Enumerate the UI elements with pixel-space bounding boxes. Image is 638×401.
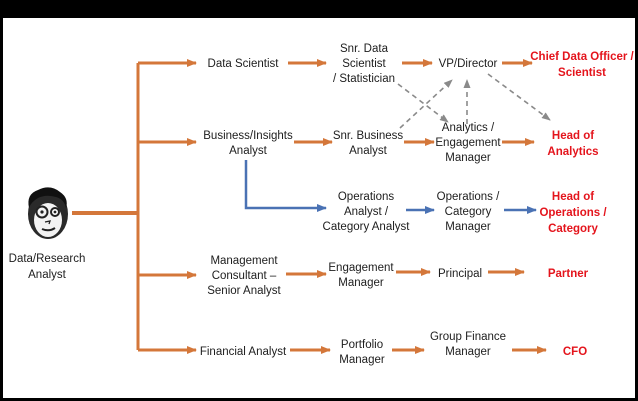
- root-branches: [72, 59, 197, 354]
- node-label-line: Chief Data Officer /: [530, 51, 634, 63]
- node-label-line: Scientist: [558, 67, 606, 79]
- node-label-line: Principal: [438, 268, 482, 280]
- node-label-line: / Statistician: [333, 73, 395, 85]
- node-label: Chief Data Officer / Scientist: [530, 51, 634, 79]
- node-label: CFO: [563, 346, 587, 358]
- node-label-line: CFO: [563, 346, 587, 358]
- root-label-line: Analyst: [28, 269, 67, 281]
- node-label-line: Senior Analyst: [207, 285, 281, 297]
- node-head-of-operations: Head of Operations / Category: [539, 191, 607, 235]
- node-label-line: Operations /: [437, 191, 500, 203]
- edge-business-to-operations: [244, 160, 327, 212]
- node-label-line: Operations: [338, 191, 395, 203]
- node-label-line: Engagement: [435, 137, 501, 149]
- node-cfo: CFO: [563, 346, 587, 358]
- node-label-line: Scientist: [342, 58, 386, 70]
- node-partner: Partner: [548, 268, 589, 280]
- node-label-line: Operations /: [539, 207, 607, 219]
- node-label-line: Consultant –: [212, 270, 277, 282]
- node-label-line: Snr. Data: [340, 43, 389, 55]
- node-label-line: Head of: [552, 191, 594, 203]
- node-label-line: Head of: [552, 130, 594, 142]
- node-label-line: Manager: [445, 152, 491, 164]
- analyst-face-icon: [28, 187, 68, 239]
- node-label-line: Analyst /: [344, 206, 389, 218]
- node-label: Data Scientist: [208, 58, 280, 70]
- node-label-line: Analyst: [349, 145, 388, 157]
- node-label-line: Analyst: [229, 145, 268, 157]
- node-principal: Principal: [438, 268, 482, 280]
- node-label-line: Category: [548, 223, 598, 235]
- node-label-line: Analytics /: [442, 122, 495, 134]
- node-label-line: Category Analyst: [323, 221, 411, 233]
- node-label-line: Category: [445, 206, 492, 218]
- node-label-line: Portfolio: [341, 339, 383, 351]
- node-head-of-analytics: Head of Analytics: [547, 130, 598, 158]
- node-label-line: Snr. Business: [333, 130, 404, 142]
- node-label-line: Analytics: [547, 146, 598, 158]
- node-label-line: Partner: [548, 268, 589, 280]
- node-label: Head of Operations / Category: [539, 191, 607, 235]
- node-vp-director: VP/Director: [439, 58, 498, 70]
- root-label-line: Data/Research: [9, 253, 86, 265]
- dashed-links: [397, 73, 551, 129]
- node-label: Head of Analytics: [547, 130, 598, 158]
- node-data-scientist: Data Scientist: [208, 58, 280, 70]
- node-label: Partner: [548, 268, 589, 280]
- node-label: VP/Director: [439, 58, 498, 70]
- dashed-snr-data-to-analytics: [397, 83, 449, 123]
- node-label-line: VP/Director: [439, 58, 498, 70]
- node-label-line: Management: [210, 255, 278, 267]
- node-label-line: Manager: [445, 221, 491, 233]
- node-financial-analyst: Financial Analyst: [200, 346, 287, 358]
- node-label: Principal: [438, 268, 482, 280]
- node-label-line: Manager: [339, 354, 385, 366]
- node-label-line: Data Scientist: [208, 58, 280, 70]
- node-label-line: Engagement: [328, 262, 394, 274]
- node-label-line: Financial Analyst: [200, 346, 287, 358]
- node-chief-data-officer: Chief Data Officer / Scientist: [530, 51, 634, 79]
- dashed-vp-to-head-analytics: [487, 73, 551, 121]
- node-label-line: Manager: [445, 346, 491, 358]
- dashed-snr-business-to-vp: [399, 79, 453, 129]
- node-label-line: Business/Insights: [203, 130, 293, 142]
- node-label-line: Manager: [338, 277, 384, 289]
- node-label: Financial Analyst: [200, 346, 287, 358]
- node-label-line: Group Finance: [430, 331, 506, 343]
